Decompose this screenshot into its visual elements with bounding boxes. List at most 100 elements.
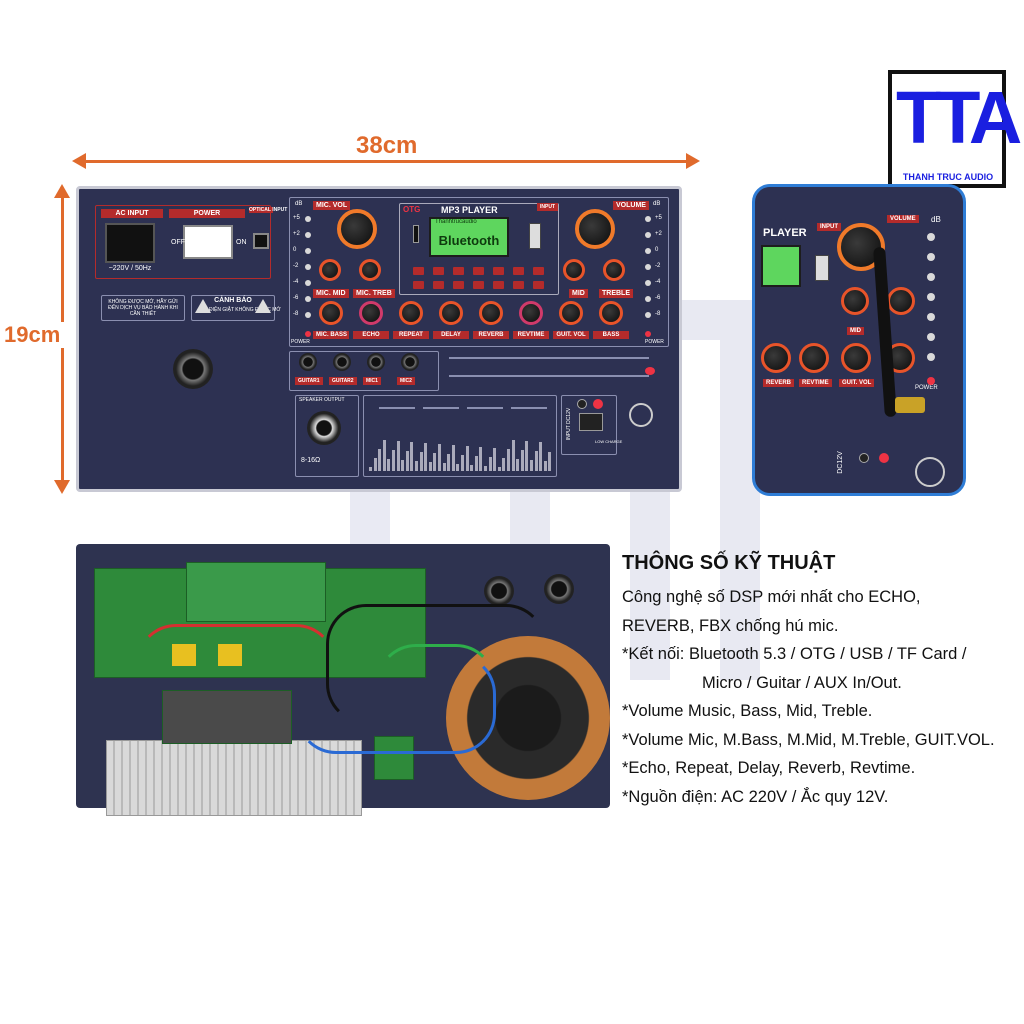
warning-right-box [191,295,275,321]
db-led [305,248,311,254]
warning-icon [255,299,271,313]
bottom-knob[interactable] [399,301,423,325]
volume-knob[interactable] [575,209,615,249]
db-scale-label: -2 [293,263,299,269]
power-label: POWER [169,209,245,218]
eq-bar [484,466,487,471]
eq-bar [382,440,386,471]
low-charge-label: LOW CHARGE [595,439,623,444]
zoom-usb-port[interactable] [815,255,829,281]
mid-knob-top[interactable] [563,259,585,281]
zoom-knob[interactable] [887,287,915,315]
eq-bar [507,449,510,471]
mic-treble-knob-top[interactable] [359,259,381,281]
bottom-knob[interactable] [479,301,503,325]
eq-bar [378,449,382,471]
zoom-db-led [927,293,935,301]
mp3-button[interactable] [473,267,484,275]
zoom-knob[interactable] [841,343,871,373]
mic-volume-knob[interactable] [337,209,377,249]
usb-c-port[interactable] [413,225,419,243]
mp3-button[interactable] [473,281,484,289]
zoom-knob[interactable] [841,287,869,315]
mp3-button[interactable] [433,281,444,289]
input-jack[interactable] [367,353,385,371]
eq-bar [520,450,524,471]
speakon-connector[interactable] [307,411,341,445]
bottom-knob[interactable] [439,301,463,325]
db-scale-label: 0 [655,247,659,253]
db-scale-label: +2 [293,231,300,237]
zoom-plus-icon [879,453,889,463]
power-led [305,331,311,337]
power-on-label: ON [236,239,247,246]
mp3-button[interactable] [513,267,524,275]
mp3-button[interactable] [513,281,524,289]
spec-line: *Echo, Repeat, Delay, Reverb, Revtime. [622,759,916,777]
divider [449,375,649,377]
divider [449,357,649,359]
eq-bar [511,440,515,471]
bottom-knob[interactable] [519,301,543,325]
dc-terminal[interactable] [579,413,603,431]
db-scale-label: +5 [293,215,300,221]
warning-left-box [101,295,185,321]
usb-port[interactable] [529,223,541,249]
zoom-knob[interactable] [799,343,829,373]
mp3-button[interactable] [413,281,424,289]
power-connector[interactable] [173,349,213,389]
zoom-power-label: POWER [915,385,938,391]
eq-line [423,407,459,409]
mp3-button[interactable] [493,281,504,289]
db-led [645,216,651,222]
input-jack-label: MIC2 [397,377,415,385]
db-led [305,216,311,222]
input-jack[interactable] [299,353,317,371]
amp-module [162,690,292,744]
eq-bar [433,453,437,471]
bottom-knob[interactable] [559,301,583,325]
db-unit-left: dB [295,201,303,207]
eq-line [467,407,503,409]
mp3-button[interactable] [533,267,544,275]
mp3-button[interactable] [533,281,544,289]
mp3-button[interactable] [453,267,464,275]
logo-subtitle: THANH TRUC AUDIO [902,172,994,182]
input-jacks-section [289,351,439,391]
eq-bar [424,443,428,471]
bottom-knob[interactable] [599,301,623,325]
warning-right-text: ĐIỆN GIẬT KHÔNG ĐƯỢC MỞ [209,307,281,313]
mp3-button[interactable] [433,267,444,275]
bottom-knob[interactable] [359,301,383,325]
db-led [305,296,311,302]
input-jack-label: MIC1 [363,377,381,385]
input-jack[interactable] [333,353,351,371]
mic-mid-knob-top[interactable] [319,259,341,281]
optical-port[interactable] [253,233,269,249]
power-led-label-right: POWER [645,339,664,345]
xt60-connector [218,644,242,666]
power-switch[interactable] [183,225,233,259]
volume-label: VOLUME [613,201,649,210]
bottom-knob-label: REVERB [473,331,509,339]
zoom-power-led [927,377,935,385]
treble-knob-top[interactable] [603,259,625,281]
bottom-knob-label: MIC. BASS [313,331,349,339]
mp3-button[interactable] [413,267,424,275]
ac-input-socket[interactable] [105,223,155,263]
mp3-button[interactable] [453,281,464,289]
logo-title: TTA [896,76,1022,159]
input-jack[interactable] [401,353,419,371]
eq-graphic [363,395,557,477]
zoom-knob[interactable] [761,343,791,373]
mp3-button[interactable] [493,267,504,275]
power-section [95,205,271,279]
zoom-db-led [927,313,935,321]
eq-bar [470,465,474,471]
zoom-brand-emblem-icon [915,457,945,487]
spec-line: Công nghệ số DSP mới nhất cho ECHO, [622,588,921,606]
bottom-knob[interactable] [319,301,343,325]
power-off-label: OFF [171,239,185,246]
speaker-output-label: SPEAKER OUTPUT [299,397,345,403]
